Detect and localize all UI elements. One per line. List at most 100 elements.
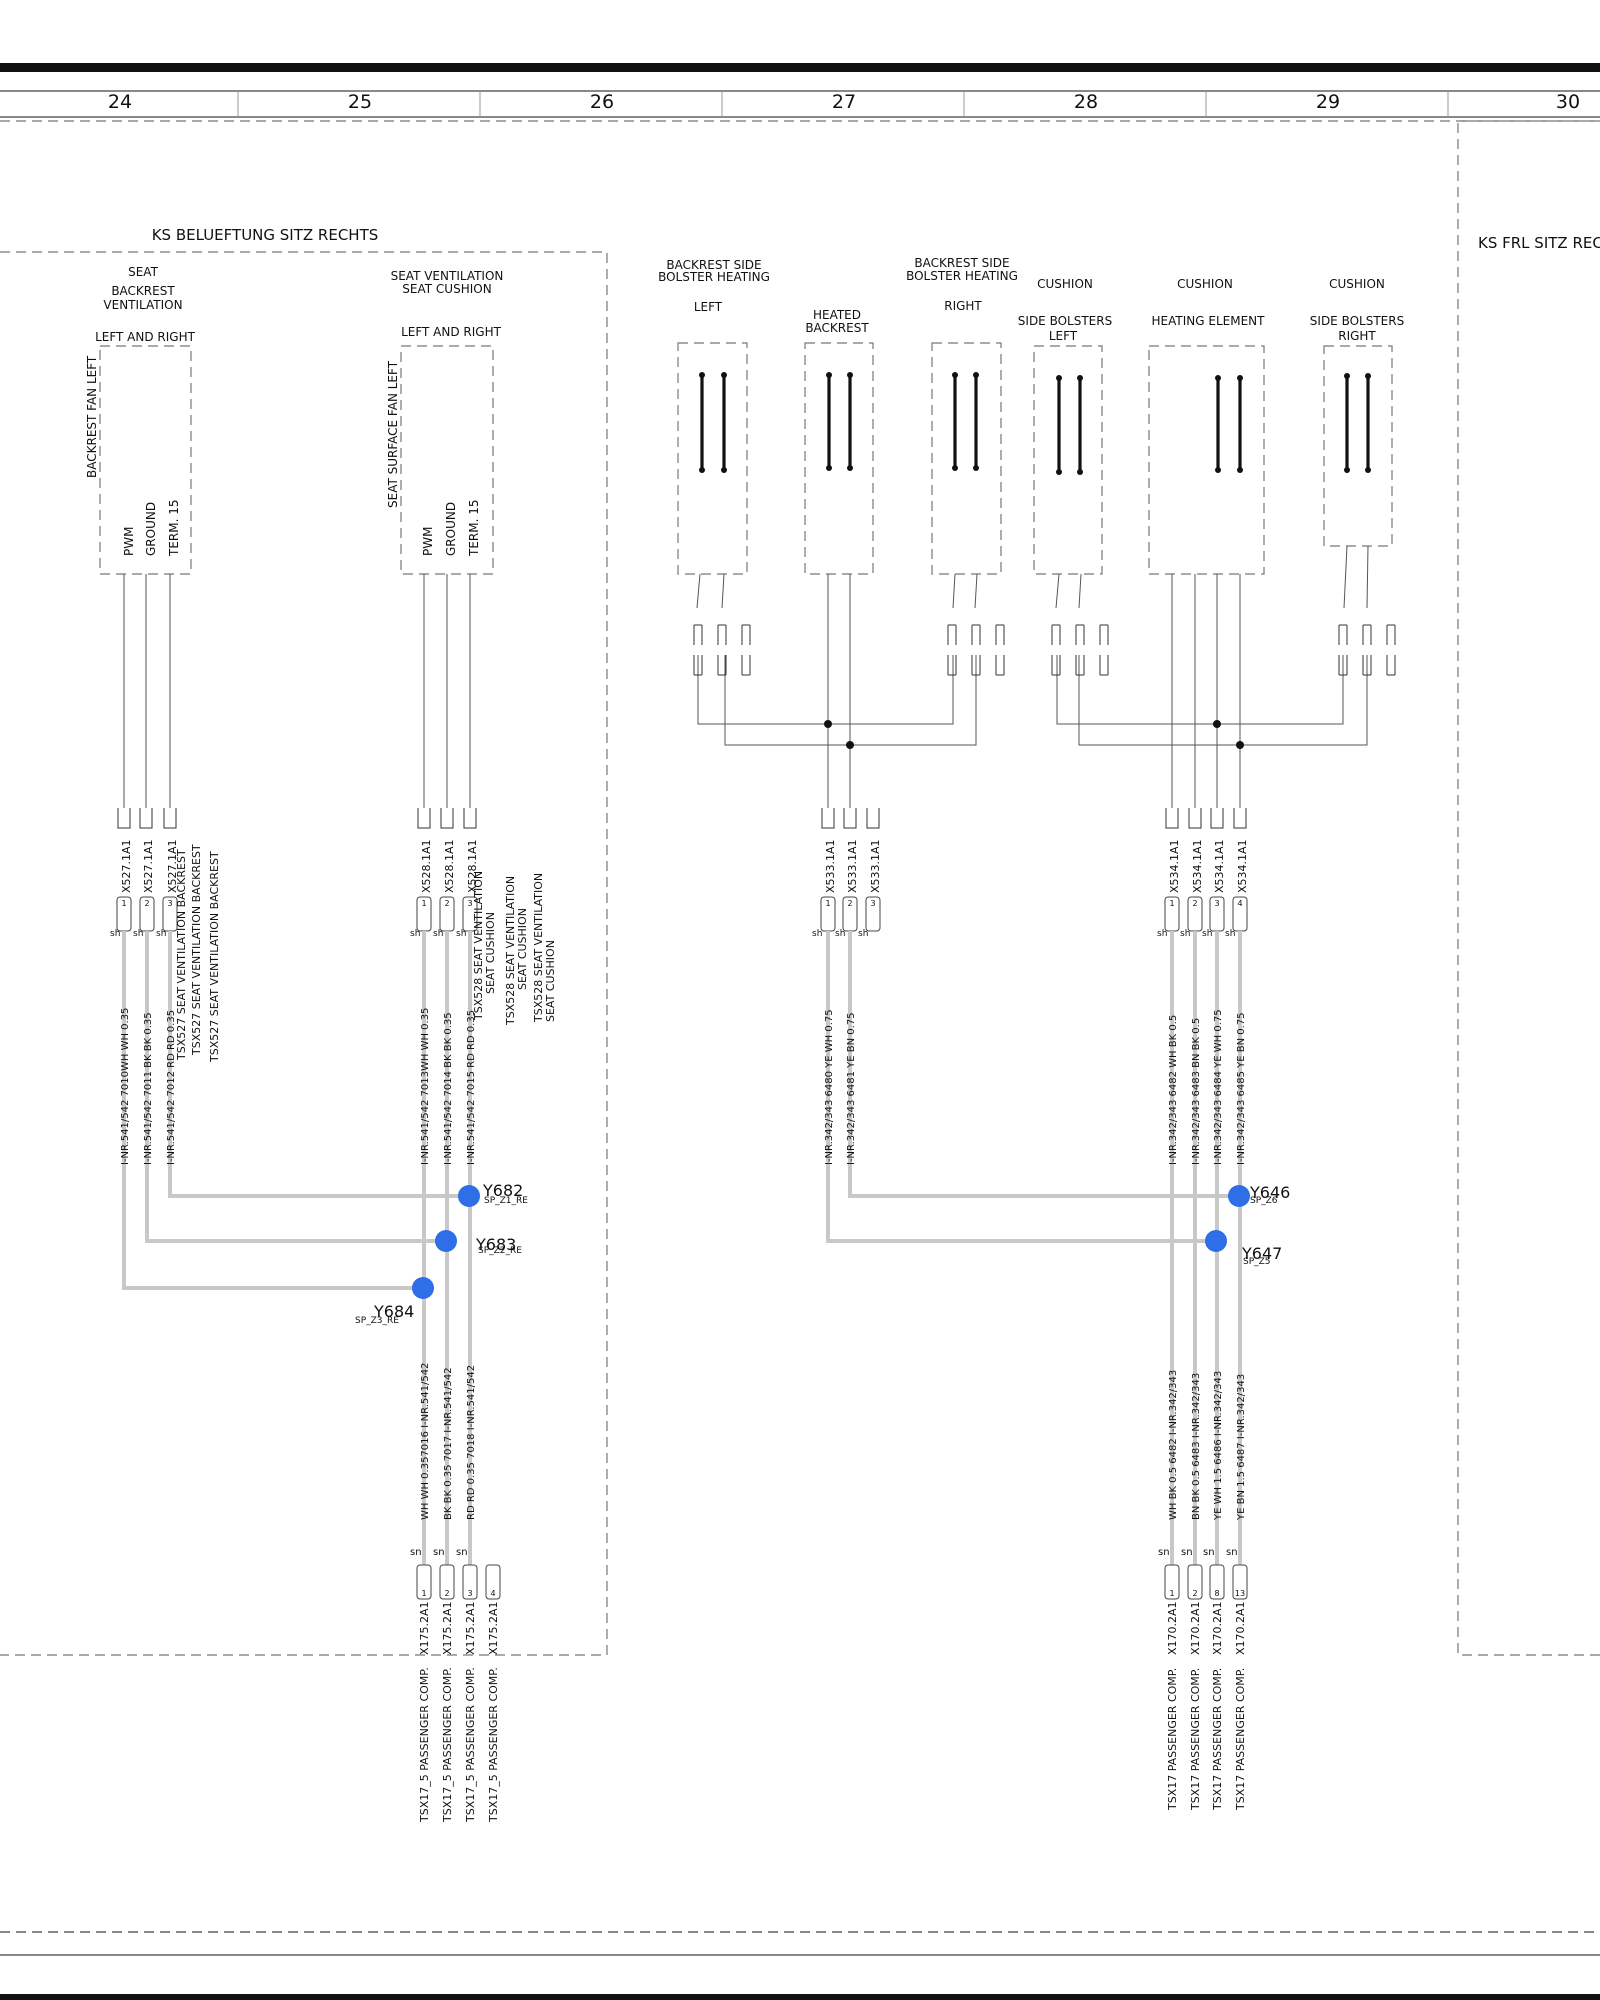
shield-label: sh [812, 929, 822, 939]
connector-label: X527.1A1 [142, 839, 155, 893]
shield-label: sh [410, 929, 420, 939]
wire-label: YE WH 1.5 6486 I-NR.342/343 [1213, 1371, 1224, 1521]
shield-label: sh [433, 929, 443, 939]
component-title: SEAT CUSHION [402, 282, 491, 296]
backrest-fan-component: SEAT BACKREST VENTILATION LEFT AND RIGHT… [85, 265, 196, 575]
pin-number: 2 [444, 899, 449, 908]
connector-label: X533.1A1 [869, 839, 882, 893]
splice-y683[interactable] [435, 1230, 457, 1252]
wire-labels: I-NR.541/542 7010WH WH 0.35 I-NR.541/542… [120, 1008, 1247, 1521]
connector-label: X170.2A1 [1234, 1601, 1247, 1655]
pin-label: PWM [122, 527, 136, 556]
connector-label: X533.1A1 [824, 839, 837, 893]
tsx-label: TSX527 SEAT VENTILATION BACKREST [175, 849, 188, 1061]
sn-label: sn [410, 1547, 422, 1558]
sn-label: sn [1226, 1547, 1238, 1558]
fan-wires [123, 574, 471, 808]
pin-number: 2 [1192, 1589, 1197, 1598]
column-number: 25 [348, 91, 372, 113]
tsx-label: SEAT CUSHION [516, 908, 529, 990]
pin-number: 1 [121, 899, 126, 908]
splice-sub: SP_Z1_RE [484, 1196, 528, 1206]
heating-element-boxes [677, 342, 1393, 575]
wire-label: I-NR.541/542 7014 BK BK 0.35 [443, 1012, 454, 1165]
component-title: SIDE BOLSTERS [1310, 314, 1404, 328]
connector-label: X528.1A1 [466, 839, 479, 893]
component-subtitle: LEFT AND RIGHT [401, 325, 502, 339]
splice-label: Y683 [475, 1235, 516, 1254]
connector-label: X175.2A1 [418, 1601, 431, 1655]
splice-sub: SP_Z2_RE [478, 1246, 522, 1256]
connector-label: X527.1A1 [120, 839, 133, 893]
splice-label: Y682 [482, 1181, 523, 1200]
wire-label: I-NR.541/542 7013WH WH 0.35 [420, 1008, 431, 1165]
tsx-label: TSX528 SEAT VENTILATION [472, 871, 485, 1021]
shield-label: sh [110, 929, 120, 939]
pin-number: 4 [490, 1589, 495, 1598]
component-subtitle: LEFT [694, 300, 723, 314]
wire-label: I-NR.541/542 7012 RD RD 0.35 [166, 1010, 177, 1165]
pin-number: 2 [1192, 899, 1197, 908]
sn-label: sn [1181, 1547, 1193, 1558]
component-title: RIGHT [1338, 329, 1376, 343]
pin-label: GROUND [444, 502, 458, 556]
connector-label: X170.2A1 [1166, 1601, 1179, 1655]
wire-label: I-NR.541/542 7010WH WH 0.35 [120, 1008, 131, 1165]
tsx-label: TSX528 SEAT VENTILATION [532, 873, 545, 1023]
wire-label: BN BK 0.5 6483 I-NR.342/343 [1191, 1373, 1202, 1520]
column-number: 30 [1556, 91, 1580, 113]
splice-label: Y684 [373, 1302, 414, 1321]
tsx-label: SEAT CUSHION [544, 940, 557, 1022]
passenger-label: TSX17 PASSENGER COMP. [1166, 1668, 1179, 1811]
wire-label: I-NR.342/343 6480 YE WH 0.75 [824, 1009, 835, 1165]
heating-wires [696, 545, 1369, 808]
splice-y646[interactable] [1228, 1185, 1250, 1207]
sn-label: sn [1203, 1547, 1215, 1558]
wire-label: I-NR.342/343 6483 BN BK 0.5 [1191, 1018, 1202, 1165]
wire-label: RD RD 0.35 7018 I-NR.541/542 [466, 1365, 477, 1520]
shield-label: sh [133, 929, 143, 939]
connector-label: X534.1A1 [1168, 839, 1181, 893]
connector-label: X170.2A1 [1211, 1601, 1224, 1655]
shield-label: sh [1157, 929, 1167, 939]
splice-y682[interactable] [458, 1185, 480, 1207]
pin-number: 1 [1169, 1589, 1174, 1598]
passenger-label: TSX17 PASSENGER COMP. [1234, 1668, 1247, 1811]
pin-number: 4 [1237, 899, 1242, 908]
wire-label: WH WH 0.357016 I-NR.541/542 [420, 1363, 431, 1520]
sheet-frame [0, 63, 1600, 2000]
sn-label: sn [433, 1547, 445, 1558]
connector-label: X175.2A1 [487, 1601, 500, 1655]
splice-y684[interactable] [412, 1277, 434, 1299]
wire-label: I-NR.342/343 6482 WH BK 0.5 [1168, 1015, 1179, 1165]
passenger-label: TSX17_5 PASSENGER COMP. [441, 1667, 454, 1823]
component-title: SIDE BOLSTERS [1018, 314, 1112, 328]
pin-number: 3 [870, 899, 875, 908]
component-title: CUSHION [1177, 277, 1233, 291]
pin-label: GROUND [144, 502, 158, 556]
passenger-label: TSX17_5 PASSENGER COMP. [464, 1667, 477, 1823]
column-number: 28 [1074, 91, 1098, 113]
frl-block-title: KS FRL SITZ REC [1478, 234, 1600, 252]
lower-connector-labels: X175.2A1 X175.2A1 X175.2A1 X175.2A1 X170… [418, 1601, 1247, 1823]
sn-label: sn [1158, 1547, 1170, 1558]
sn-labels: sn sn sn sn sn sn sn [410, 1547, 1238, 1558]
connector-label: X528.1A1 [420, 839, 433, 893]
pin-number: 8 [1214, 1589, 1219, 1598]
component-title: SEAT [128, 265, 158, 279]
component-title: HEATED [813, 308, 861, 322]
column-number: 26 [590, 91, 614, 113]
component-title: BOLSTER HEATING [658, 270, 770, 284]
lower-numbered-pins: 1 2 3 4 1 2 8 13 [416, 1564, 1248, 1600]
pin-number: 2 [847, 899, 852, 908]
inline-connector-stubs [117, 808, 1247, 829]
splice-y647[interactable] [1205, 1230, 1227, 1252]
harness-lines [122, 931, 1242, 1572]
pin-number: 3 [467, 1589, 472, 1598]
component-title: BACKREST SIDE [914, 256, 1009, 270]
wire-label: I-NR.342/343 6484 YE WH 0.75 [1213, 1009, 1224, 1165]
heating-elements [699, 372, 1371, 475]
column-number: 29 [1316, 91, 1340, 113]
shield-label: sh [1180, 929, 1190, 939]
